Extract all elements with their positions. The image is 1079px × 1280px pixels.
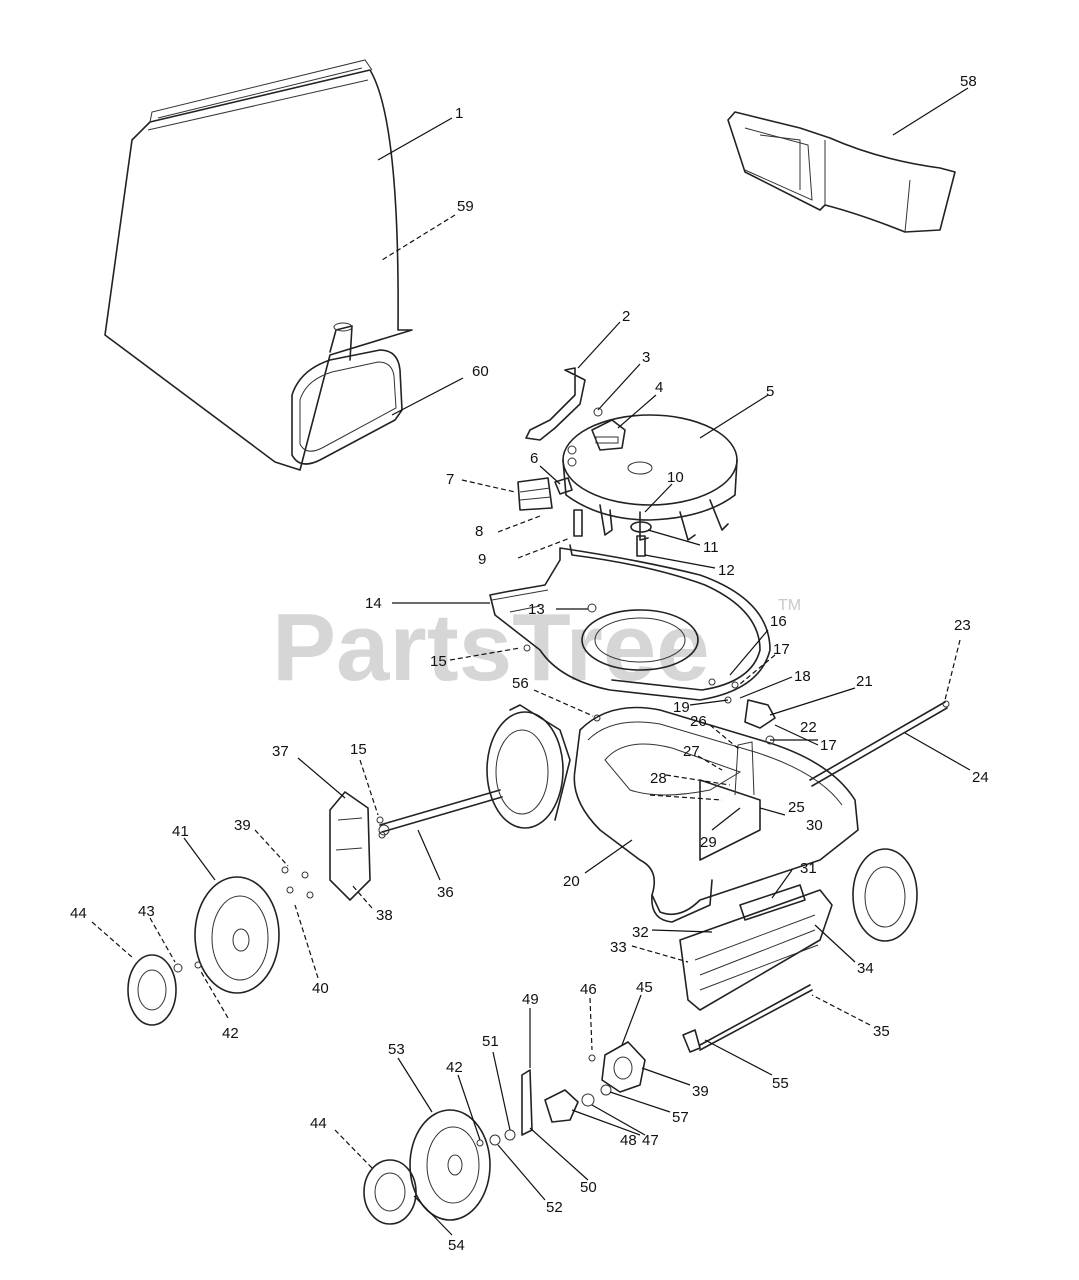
callout-22: 22	[800, 719, 817, 736]
wheel-34[interactable]	[852, 848, 918, 942]
callout-38: 38	[376, 907, 393, 924]
wheel-53[interactable]	[409, 1109, 491, 1221]
callout-6: 6	[530, 450, 538, 467]
bag-frame[interactable]	[291, 322, 403, 465]
callout-19: 19	[673, 699, 690, 716]
callout-56: 56	[512, 675, 529, 692]
wheel-bracket-left[interactable]	[281, 791, 386, 901]
callout-32: 32	[632, 924, 649, 941]
callout-31: 31	[800, 860, 817, 877]
callout-9: 9	[478, 551, 486, 568]
callout-43: 43	[138, 903, 155, 920]
callout-29: 29	[700, 834, 717, 851]
callout-41: 41	[172, 823, 189, 840]
callout-7: 7	[446, 471, 454, 488]
callout-45: 45	[636, 979, 653, 996]
housing-cover-plate[interactable]	[489, 544, 771, 722]
wheel-41[interactable]	[194, 876, 280, 994]
callout-8: 8	[475, 523, 483, 540]
callout-57: 57	[672, 1109, 689, 1126]
callout-12: 12	[718, 562, 735, 579]
handle-rod[interactable]	[809, 700, 950, 787]
wheel-bracket-lower[interactable]	[588, 1041, 646, 1093]
callout-33: 33	[610, 939, 627, 956]
callout-11: 11	[703, 539, 719, 556]
callout-47: 47	[642, 1132, 659, 1149]
callout-36: 36	[437, 884, 454, 901]
blower-housing[interactable]	[573, 706, 859, 923]
hubcap-44-left[interactable]	[127, 954, 177, 1026]
callout-42-lower: 42	[446, 1059, 463, 1076]
callout-60: 60	[472, 363, 489, 380]
callout-labels: 1 2 3 4 5 6 7 8 9 10 11 12 13 14 15 15 1…	[70, 73, 989, 1254]
callout-15-lower: 15	[350, 741, 367, 758]
callout-48: 48	[620, 1132, 637, 1149]
callout-39-lower: 39	[692, 1083, 709, 1100]
callout-17-lower: 17	[820, 737, 837, 754]
callout-18: 18	[794, 668, 811, 685]
callout-46: 46	[580, 981, 597, 998]
axle-lower-hardware[interactable]	[476, 1069, 612, 1147]
callout-55: 55	[772, 1075, 789, 1092]
callout-14: 14	[365, 595, 382, 612]
rod-35[interactable]	[682, 984, 813, 1053]
nozzle-brush-31[interactable]	[739, 884, 806, 921]
callout-2: 2	[622, 308, 630, 325]
callout-4: 4	[655, 379, 663, 396]
callout-44-upper: 44	[70, 905, 87, 922]
impeller[interactable]	[562, 414, 738, 541]
callout-30: 30	[806, 817, 823, 834]
leader-lines	[91, 87, 971, 1236]
collection-bag[interactable]	[104, 59, 413, 471]
callout-3: 3	[642, 349, 650, 366]
callout-59: 59	[457, 198, 474, 215]
callout-15-upper: 15	[430, 653, 447, 670]
callout-23: 23	[954, 617, 971, 634]
callout-39-upper: 39	[234, 817, 251, 834]
callout-51: 51	[482, 1033, 499, 1050]
adjuster-lever[interactable]	[525, 367, 586, 441]
callout-42-upper: 42	[222, 1025, 239, 1042]
callout-34: 34	[857, 960, 874, 977]
callout-52: 52	[546, 1199, 563, 1216]
callout-37: 37	[272, 743, 289, 760]
front-axle[interactable]	[378, 789, 503, 836]
hubcap-44-lower[interactable]	[363, 1159, 417, 1225]
callout-50: 50	[580, 1179, 597, 1196]
callout-20: 20	[563, 873, 580, 890]
callout-5: 5	[766, 383, 774, 400]
nut-42	[194, 961, 202, 969]
nozzle-33[interactable]	[679, 889, 833, 1011]
callout-44-lower: 44	[310, 1115, 327, 1132]
callout-17-upper: 17	[773, 641, 790, 658]
callout-25: 25	[788, 799, 805, 816]
callout-13: 13	[528, 601, 545, 618]
washer-43	[173, 963, 183, 973]
callout-40: 40	[312, 980, 329, 997]
callout-26: 26	[690, 713, 707, 730]
callout-21: 21	[856, 673, 873, 690]
discharge-chute[interactable]	[727, 111, 956, 233]
callout-35: 35	[873, 1023, 890, 1040]
callout-53: 53	[388, 1041, 405, 1058]
spacer-block[interactable]	[517, 477, 573, 511]
rear-wheel-upper[interactable]	[486, 704, 571, 829]
callout-16: 16	[770, 613, 787, 630]
callout-10: 10	[667, 469, 684, 486]
callout-27: 27	[683, 743, 700, 760]
callout-58: 58	[960, 73, 977, 90]
shaft-parts[interactable]	[573, 509, 652, 557]
callout-54: 54	[448, 1237, 465, 1254]
callout-24: 24	[972, 769, 989, 786]
bracket-hardware[interactable]	[567, 407, 626, 467]
watermark-trademark: TM	[778, 597, 801, 614]
callout-1: 1	[455, 105, 463, 122]
callout-49: 49	[522, 991, 539, 1008]
callout-28: 28	[650, 770, 667, 787]
